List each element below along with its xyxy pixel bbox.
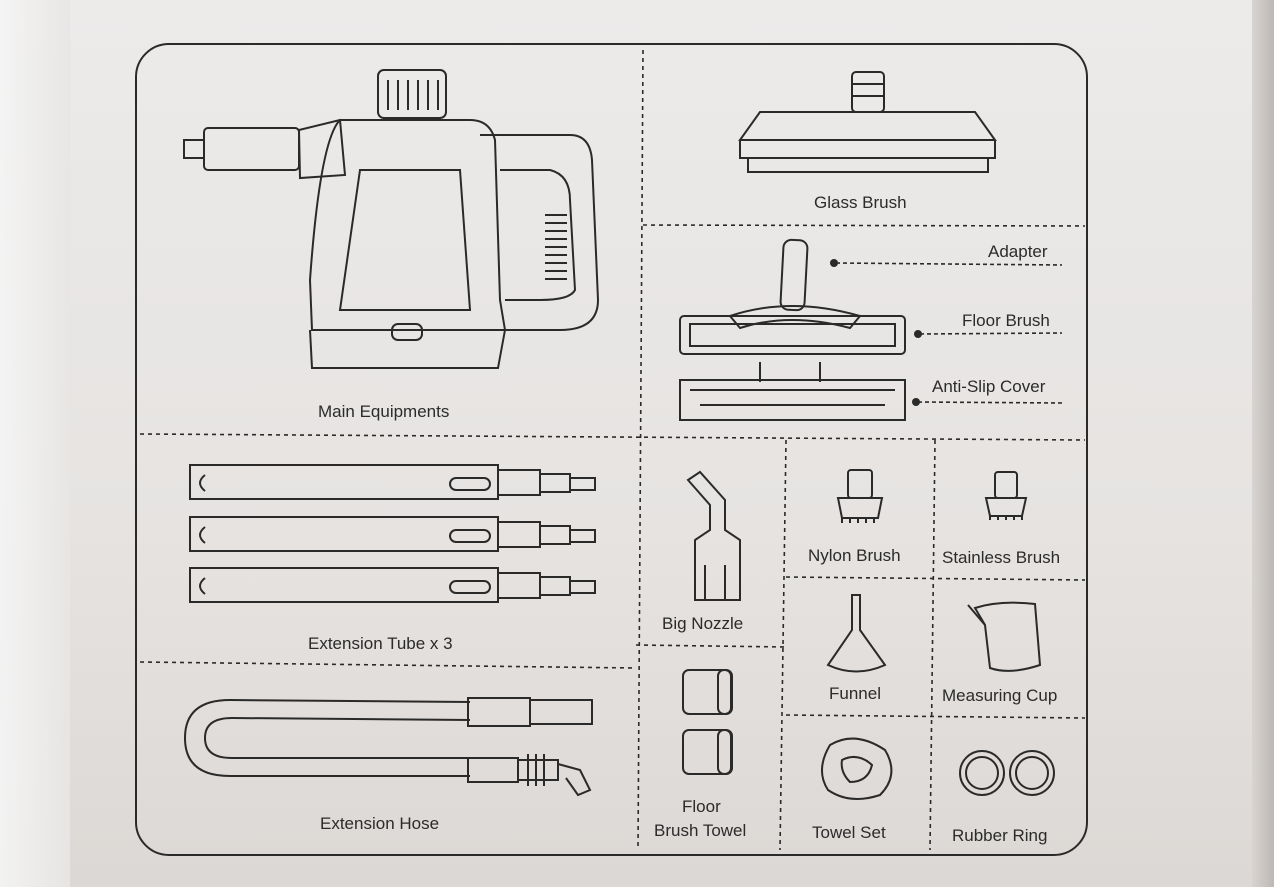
label-measuring-cup: Measuring Cup [942, 686, 1058, 705]
label-stainless-brush: Stainless Brush [942, 548, 1061, 567]
label-towel-set: Towel Set [812, 823, 886, 842]
callout-dots [830, 259, 922, 406]
extension-hose-illustration [183, 697, 593, 797]
label-big-nozzle: Big Nozzle [662, 614, 744, 633]
rubber-rings-illustration [959, 750, 1055, 796]
glass-brush-illustration [738, 71, 997, 173]
funnel-cup-illustration [826, 594, 1042, 673]
label-glass-brush: Glass Brush [814, 193, 907, 212]
floor-brush-illustration [679, 238, 906, 421]
label-nylon-brush: Nylon Brush [808, 546, 901, 565]
label-floor-brush: Floor Brush [962, 311, 1050, 330]
steamer-illustration [183, 69, 600, 369]
box-edge [1252, 0, 1274, 887]
towels-illustration [682, 669, 733, 775]
towel-set-illustration [821, 737, 893, 800]
label-funnel: Funnel [829, 684, 881, 703]
contents-panel [135, 43, 1088, 856]
grid-dividers [139, 49, 1086, 851]
label-adapter: Adapter [988, 242, 1048, 261]
label-extension-tube: Extension Tube x 3 [308, 634, 453, 653]
extension-tubes-illustration [189, 464, 596, 603]
label-floor-brush-towel-line2: Brush Towel [654, 821, 747, 840]
light-glare [0, 0, 70, 887]
callout-leaders [835, 262, 1063, 404]
small-brushes-illustration [836, 469, 1028, 523]
label-floor-brush-towel-line1: Floor [682, 797, 721, 816]
label-extension-hose: Extension Hose [320, 814, 440, 833]
label-anti-slip-cover: Anti-Slip Cover [932, 377, 1046, 396]
big-nozzle-illustration [686, 470, 741, 601]
label-rubber-ring: Rubber Ring [952, 826, 1048, 845]
label-main-equipments: Main Equipments [318, 402, 450, 421]
